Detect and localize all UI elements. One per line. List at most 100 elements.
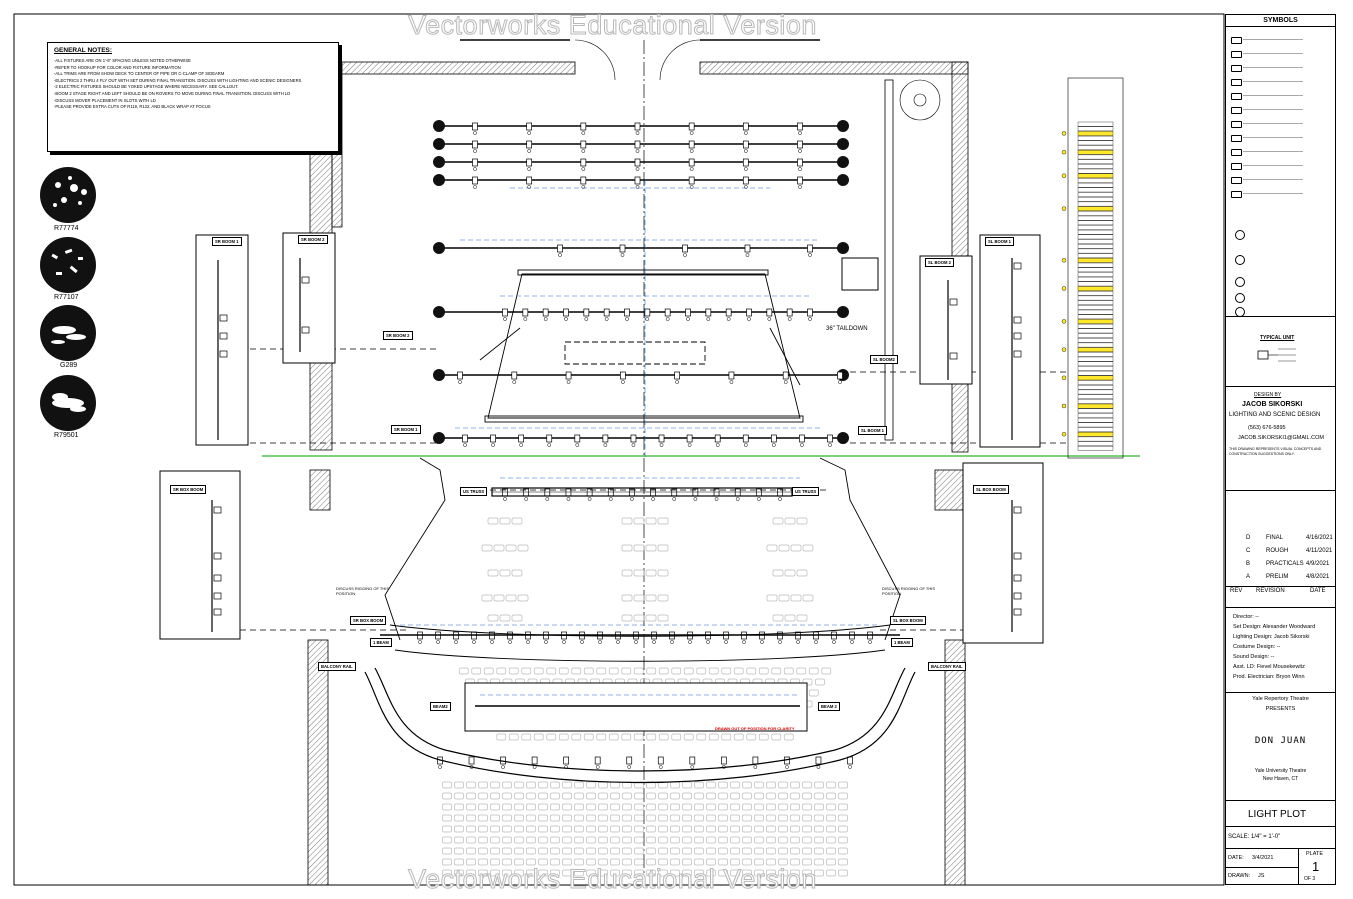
lineset-row: [1077, 154, 1114, 160]
lineset-row: [1077, 432, 1114, 437]
seat: [499, 517, 511, 525]
channel-bubble: [620, 253, 625, 257]
seat: [598, 847, 608, 855]
seat: [550, 792, 560, 800]
seat: [766, 847, 776, 855]
seat: [478, 814, 488, 822]
channel-bubble: [767, 317, 772, 321]
lineset-row: [1077, 366, 1114, 371]
channel-bubble: [689, 167, 694, 171]
seat: [610, 792, 620, 800]
seat: [746, 667, 757, 675]
channel-bubble: [512, 380, 517, 384]
channel-bubble: [523, 317, 528, 321]
seat: [622, 792, 632, 800]
seat: [694, 869, 704, 877]
lighting-fixture: [526, 158, 533, 167]
channel-bubble: [438, 765, 442, 769]
seat: [514, 858, 524, 866]
sr-boom-2-inset-title: SR BOOM 2: [298, 235, 328, 244]
seat: [646, 733, 657, 741]
seat: [538, 847, 548, 855]
seat: [814, 792, 824, 800]
seat: [622, 803, 632, 811]
seat: [586, 869, 596, 877]
seat: [645, 544, 657, 552]
seat: [610, 836, 620, 844]
channel-bubble: [693, 497, 698, 501]
seat: [526, 858, 536, 866]
lineset-row: [1077, 244, 1114, 249]
lighting-fixture: [472, 122, 478, 131]
seat: [622, 836, 632, 844]
channel-bubble: [771, 443, 776, 447]
seat: [772, 517, 784, 525]
boom-fixture: [213, 574, 222, 582]
channel-bubble: [798, 185, 802, 189]
seat: [481, 594, 493, 602]
general-notes: GENERAL NOTES: -ALL FIXTURES ARE ON 1'-6…: [47, 42, 339, 152]
seat: [466, 869, 476, 877]
lineset-row: [1077, 135, 1114, 141]
channel-bubble: [828, 443, 832, 447]
seat: [730, 836, 740, 844]
lighting-fixture: [827, 434, 833, 443]
seat: [478, 847, 488, 855]
seat: [670, 792, 680, 800]
seat: [505, 594, 517, 602]
lighting-fixture: [563, 756, 570, 765]
seat: [454, 803, 464, 811]
seat: [562, 781, 572, 789]
scale-text: SCALE: 1/4" = 1'-0": [1228, 834, 1281, 840]
seat: [608, 667, 619, 675]
lighting-fixture: [847, 756, 853, 765]
boom-fixture: [1013, 552, 1022, 560]
seat: [633, 733, 644, 741]
note-line: -DISCUSS MOVER PLACEMENT IN SLOTS WITH L…: [54, 97, 156, 103]
symbols-header: SYMBOLS: [1226, 17, 1335, 27]
plate-divider-h: [1226, 867, 1298, 868]
seat: [796, 614, 808, 622]
seat: [790, 825, 800, 833]
channel-bubble: [566, 497, 571, 501]
seat: [478, 781, 488, 789]
seat: [814, 847, 824, 855]
watermark-top: Vectorworks Educational Version: [408, 10, 817, 41]
seat: [718, 803, 728, 811]
seat: [730, 847, 740, 855]
lighting-fixture: [797, 140, 803, 149]
channel-bubble: [587, 497, 592, 501]
taildown-callout: 36" TAILDOWN: [826, 326, 868, 332]
seat: [526, 869, 536, 877]
seat: [766, 594, 778, 602]
balcony-rail-label-right: BALCONY RAIL: [928, 662, 966, 671]
lighting-fixture: [786, 308, 793, 317]
lineset-row: [1077, 427, 1114, 432]
date-header: DATE: [1310, 588, 1326, 594]
seat: [550, 781, 560, 789]
lighting-fixture: [728, 371, 735, 380]
seat: [571, 667, 582, 675]
lighting-fixture: [594, 756, 601, 765]
channel-bubble: [742, 640, 746, 644]
designer-section: DESIGN BY JACOB SIKORSKI LIGHTING AND SC…: [1226, 387, 1335, 491]
channel-bubble: [584, 317, 589, 321]
fixture-symbol-icon: [1231, 79, 1242, 86]
channel-bubble: [778, 640, 782, 644]
seat: [538, 814, 548, 822]
stage-walls: [307, 39, 969, 886]
seat: [466, 781, 476, 789]
credits-section: Director: -- Set Design: Alexander Woodw…: [1226, 608, 1335, 693]
channel-bubble: [598, 640, 602, 644]
seat: [622, 814, 632, 822]
seat: [634, 825, 644, 833]
lineset-row: [1077, 389, 1114, 395]
seat: [608, 733, 619, 741]
seat: [562, 792, 572, 800]
gobo-label: G289: [60, 362, 78, 369]
lineset-row: [1077, 403, 1114, 409]
channel-bubble: [501, 765, 505, 769]
seat: [454, 858, 464, 866]
dimension-lines: [400, 180, 880, 696]
